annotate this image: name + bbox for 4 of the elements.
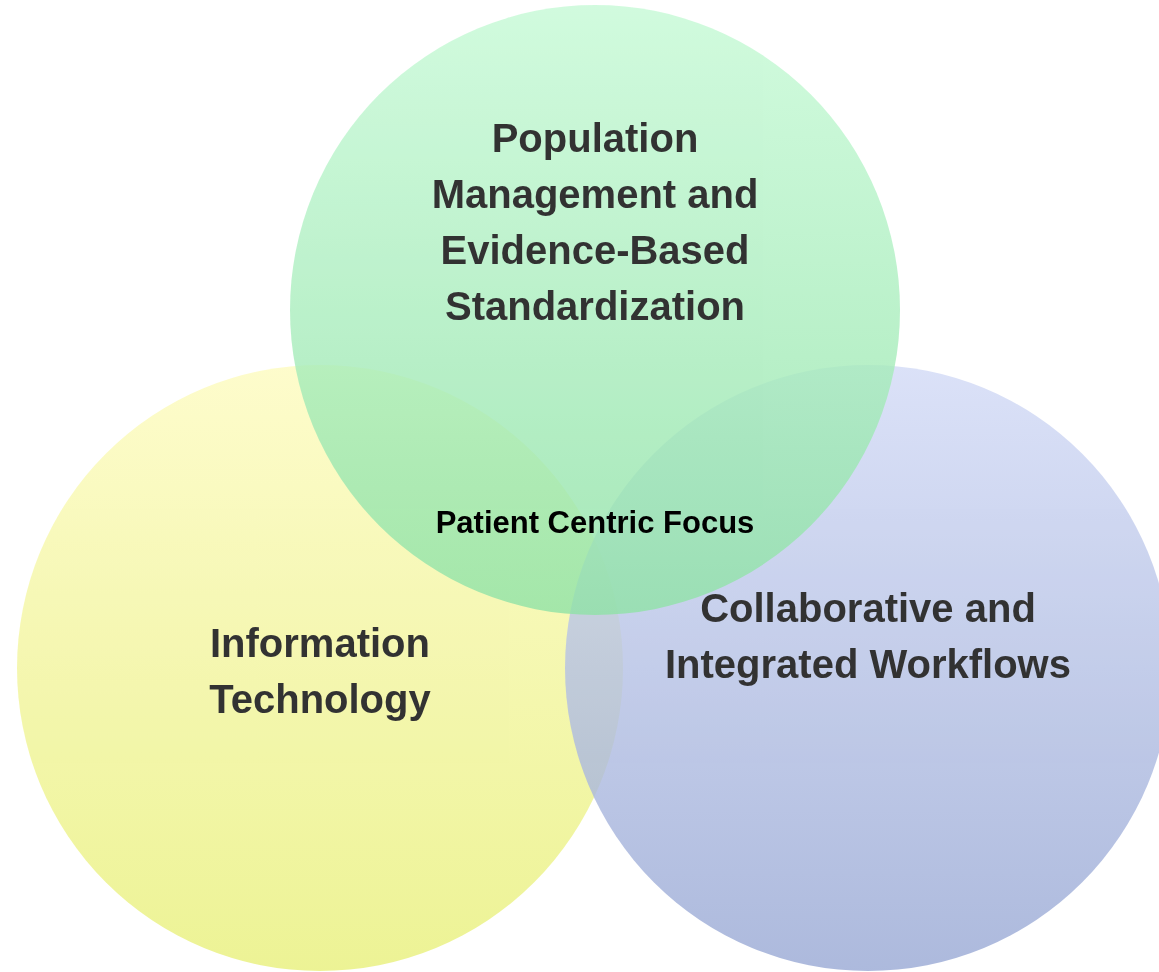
circle-label: Information Technology [208,620,432,723]
center-label: Patient Centric Focus [435,505,755,541]
circle-label: Collaborative and Integrated Workflows [664,585,1072,688]
circle-label: Population Management and Evidence-Based Standardization [430,115,760,330]
